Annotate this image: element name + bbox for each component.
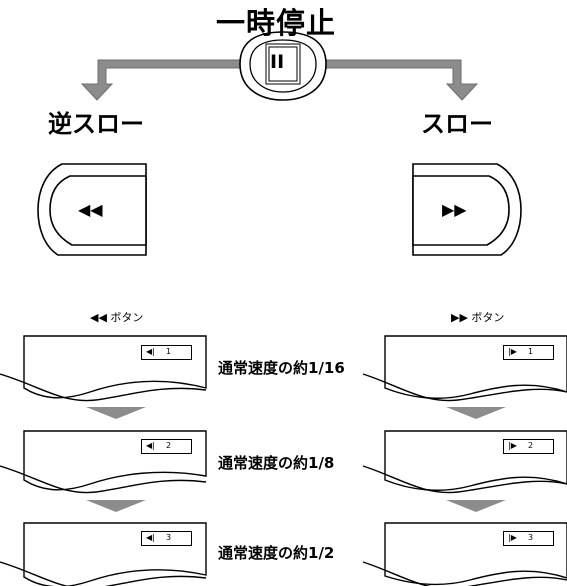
screen-left-2 [0, 430, 207, 494]
speed-label-1: 通常速度の約1/16 [218, 359, 345, 377]
forward-slow-label: スロー [421, 110, 493, 138]
reverse-indicator-icon: ◀| [146, 347, 155, 356]
forward-indicator-1: |▶ 1 [503, 345, 554, 360]
page-title: 一時停止 [216, 6, 337, 40]
speed-label-3: 通常速度の約1/2 [218, 544, 335, 562]
screen-right-1 [362, 335, 567, 402]
rewind-icon: ◀◀ [78, 200, 103, 219]
step-arrow-left-1 [86, 407, 146, 419]
forward-indicator-icon: |▶ [508, 533, 517, 542]
fast-forward-button [412, 163, 522, 256]
reverse-slow-label: 逆スロー [48, 110, 144, 138]
reverse-indicator-3: ◀| 3 [141, 531, 192, 546]
forward-indicator-3: |▶ 3 [503, 531, 554, 546]
arrow-to-reverse-slow [80, 59, 241, 101]
reverse-indicator-1: ◀| 1 [141, 345, 192, 360]
rew-button-caption: ◀◀ ボタン [90, 311, 144, 324]
rewind-button [37, 163, 147, 256]
forward-indicator-icon: |▶ [508, 441, 517, 450]
pause-button [239, 31, 327, 101]
ff-button-caption: ▶▶ ボタン [451, 311, 505, 324]
screen-left-3 [0, 522, 207, 586]
forward-indicator-2: |▶ 2 [503, 439, 554, 454]
step-arrow-right-1 [446, 407, 506, 419]
reverse-indicator-icon: ◀| [146, 441, 155, 450]
reverse-indicator-2: ◀| 2 [141, 439, 192, 454]
screen-right-3 [362, 522, 567, 586]
fast-forward-icon: ▶▶ [442, 200, 467, 219]
screen-right-2 [362, 430, 567, 494]
screen-left-1 [0, 335, 207, 402]
speed-label-2: 通常速度の約1/8 [218, 454, 335, 472]
step-arrow-left-2 [86, 500, 146, 512]
step-arrow-right-2 [446, 500, 506, 512]
forward-indicator-icon: |▶ [508, 347, 517, 356]
pause-icon: II [270, 51, 285, 73]
reverse-indicator-icon: ◀| [146, 533, 155, 542]
arrow-to-forward-slow [325, 59, 479, 101]
